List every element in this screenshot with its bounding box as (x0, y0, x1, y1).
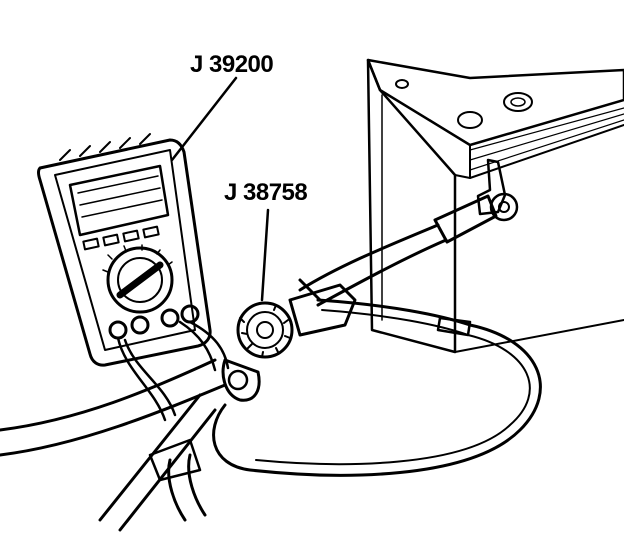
probe-callout-label: J 38758 (224, 179, 307, 206)
meter-leads (116, 320, 230, 422)
multimeter-buttons (82, 225, 160, 251)
probe-cord (212, 298, 542, 477)
battery-cable (0, 223, 448, 457)
meter-callout-label: J 39200 (190, 51, 273, 78)
foreground-cables (98, 393, 217, 532)
multimeter-display (68, 164, 170, 237)
battery (366, 58, 624, 354)
battery-terminal (433, 158, 519, 244)
multimeter-dial (102, 244, 174, 314)
multimeter (37, 133, 212, 367)
leader-lines (170, 76, 270, 302)
battery-vent-cap (395, 79, 533, 129)
current-probe (221, 278, 357, 402)
